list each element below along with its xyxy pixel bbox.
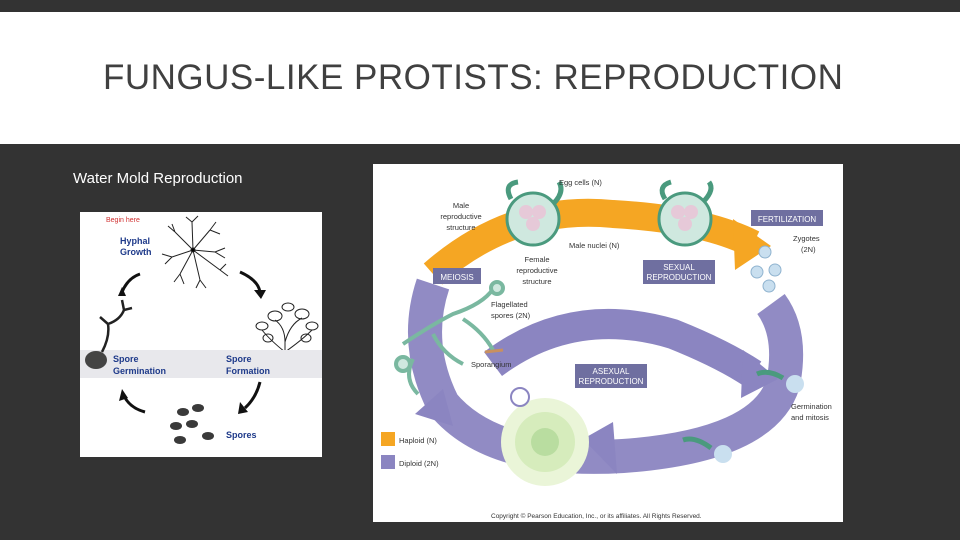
bottom-arrow-head xyxy=(583,422,617,474)
egg-cells-label: Egg cells (N) xyxy=(559,178,602,187)
meiosis-box xyxy=(433,268,481,284)
legend-haploid-label: Haploid (N) xyxy=(399,436,437,445)
haploid-arrow-head xyxy=(733,219,771,270)
flagellated-spores-line1: Flagellated xyxy=(491,300,528,309)
cycle-arrow-4-head xyxy=(118,287,126,296)
germination-icon xyxy=(682,369,804,463)
life-cycle-svg: FERTILIZATION MEIOSIS SEXUAL REPRODUCTIO… xyxy=(381,178,832,520)
title-band xyxy=(0,12,960,144)
stage-band xyxy=(80,350,322,378)
asexual-reproduction-line2: REPRODUCTION xyxy=(579,377,644,386)
spores-label: Spores xyxy=(226,430,257,440)
sexual-reproduction-box xyxy=(643,260,715,284)
male-structure-line2: reproductive xyxy=(440,212,481,221)
flagellated-spores-icon xyxy=(484,348,504,354)
copyright-label: Copyright © Pearson Education, Inc., or … xyxy=(491,512,702,520)
female-structure-line3: structure xyxy=(522,277,551,286)
cycle-arrow-3-head xyxy=(119,389,128,401)
zygotes-line1: Zygotes xyxy=(793,234,820,243)
cycle-arrow-1 xyxy=(239,270,262,293)
spore-germination-line1: Spore xyxy=(113,354,139,364)
sporangium-detail-icon xyxy=(510,387,530,407)
slide-title: FUNGUS-LIKE PROTISTS: REPRODUCTION xyxy=(103,58,844,97)
male-structure-line3: structure xyxy=(446,223,475,232)
cycle-arrow-3 xyxy=(122,395,146,414)
meiosis-label: MEIOSIS xyxy=(440,273,473,282)
male-nuclei-label: Male nuclei (N) xyxy=(569,241,620,250)
water-mold-cycle-svg: Begin here Hyphal Growth xyxy=(80,215,322,444)
hyphal-label-line1: Hyphal xyxy=(120,236,150,246)
asexual-band xyxy=(484,309,762,387)
spore-germination-line2: Germination xyxy=(113,366,166,376)
asexual-reproduction-box xyxy=(575,364,647,388)
zygotes-line2: (2N) xyxy=(801,245,816,254)
legend-diploid-label: Diploid (2N) xyxy=(399,459,439,468)
female-structure-line1: Female xyxy=(524,255,549,264)
oomycete-life-cycle-diagram: FERTILIZATION MEIOSIS SEXUAL REPRODUCTIO… xyxy=(373,164,843,522)
asexual-reproduction-line1: ASEXUAL xyxy=(593,367,630,376)
spore-formation-line2: Formation xyxy=(226,366,270,376)
female-structure-line2: reproductive xyxy=(516,266,557,275)
germinating-spore-icon xyxy=(85,299,133,369)
reproductive-structure-left-icon xyxy=(505,179,564,247)
fertilization-label: FERTILIZATION xyxy=(758,215,817,224)
haploid-band xyxy=(423,198,760,285)
male-structure-line1: Male xyxy=(453,201,469,210)
fertilization-box xyxy=(751,210,823,226)
reproductive-structure-right-icon xyxy=(657,179,714,247)
spore-formation-line1: Spore xyxy=(226,354,252,364)
sexual-reproduction-line2: REPRODUCTION xyxy=(647,273,712,282)
slide-subtitle: Water Mold Reproduction xyxy=(73,170,243,187)
cycle-arrow-1-head xyxy=(254,290,266,299)
flagellated-spores-line2: spores (2N) xyxy=(491,311,531,320)
sexual-reproduction-line1: SEXUAL xyxy=(663,263,695,272)
zygotes-icon xyxy=(750,245,782,293)
left-arrow-head xyxy=(415,389,453,426)
legend-diploid-swatch xyxy=(381,455,395,469)
water-mold-cycle-diagram: Begin here Hyphal Growth xyxy=(80,212,322,457)
cycle-arrow-2-head xyxy=(238,402,248,414)
sporangium-label: Sporangium xyxy=(471,360,511,369)
sporangium-hyphae-icon xyxy=(394,280,505,396)
top-bar xyxy=(0,0,960,12)
sporangium-sphere-icon xyxy=(501,398,589,486)
spores-cluster-icon xyxy=(170,404,214,444)
hyphal-label-line2: Growth xyxy=(120,247,152,257)
legend-haploid-swatch xyxy=(381,432,395,446)
hyphae-mycelium-icon xyxy=(161,215,229,289)
cycle-arrow-4 xyxy=(120,272,141,293)
cycle-arrow-2 xyxy=(243,381,262,410)
begin-here-label: Begin here xyxy=(106,217,140,224)
germination-line1: Germination xyxy=(791,402,832,411)
germination-line2: and mitosis xyxy=(791,413,829,422)
